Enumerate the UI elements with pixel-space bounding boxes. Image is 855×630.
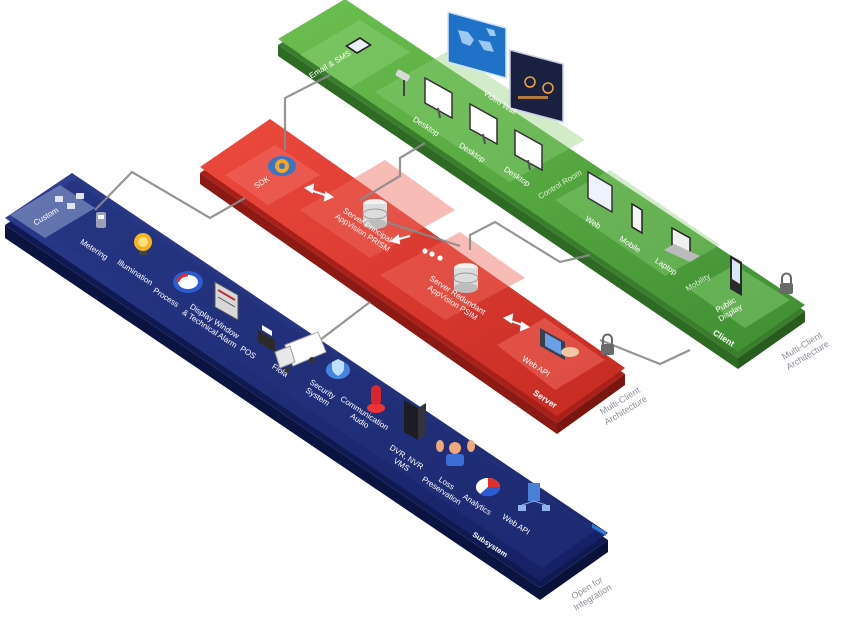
connector-fiola-server (319, 301, 371, 341)
rack-icon (214, 281, 239, 321)
gear-icon (268, 156, 296, 176)
monitor-icon (424, 76, 453, 120)
connector-custom-sdk (94, 170, 246, 220)
connector-server-client (379, 218, 461, 248)
tablet-icon (345, 37, 372, 54)
meter-icon (96, 212, 106, 228)
connection-lines (94, 74, 691, 366)
connector-principal-desktop (359, 142, 426, 201)
subsystem-slab (5, 173, 608, 600)
laptop-icon (664, 226, 700, 262)
network-icon (55, 193, 84, 209)
arrow-icons (303, 183, 531, 332)
server-icons (268, 156, 614, 360)
siren-icon (367, 385, 385, 413)
monitor-icon (514, 128, 543, 172)
connector-redundant-web (468, 220, 591, 264)
dashboard-icon (509, 49, 564, 123)
server-tower-icon (404, 400, 426, 440)
database-icon (362, 199, 388, 229)
shield-icon (326, 359, 350, 379)
lock-icon (601, 333, 614, 355)
connector-webapi-display (599, 338, 691, 366)
hands-icon (436, 440, 475, 466)
pie-icon (476, 478, 501, 497)
kiosk-icon (730, 255, 742, 296)
printer-icon (258, 325, 275, 352)
database-icon (453, 263, 479, 293)
phone-icon (631, 202, 643, 235)
network-icon (518, 483, 550, 511)
bulb-icon (134, 233, 152, 255)
camera-icon (395, 69, 410, 96)
world-map-icon (447, 11, 507, 79)
connector-sdk-email (283, 74, 331, 150)
client-icons (345, 11, 793, 536)
hand-laptop-icon (540, 328, 579, 360)
subsystem-icons (55, 193, 550, 511)
dial-icon (173, 271, 203, 293)
monitor-icon (587, 170, 613, 536)
lock-icon (780, 272, 793, 294)
monitor-icon (469, 102, 498, 146)
truck-icon (274, 331, 327, 373)
